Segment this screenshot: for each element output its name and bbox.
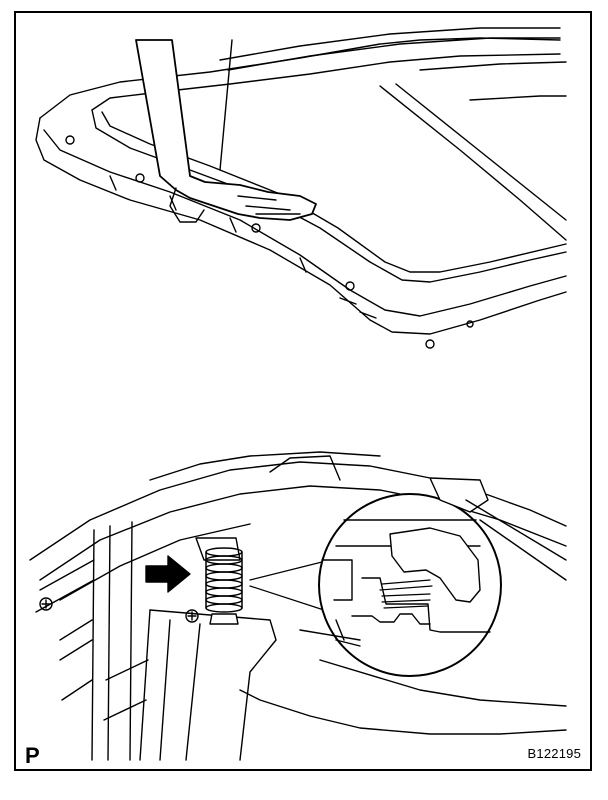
detail-inset (321, 519, 491, 647)
illustration-frame (14, 11, 592, 771)
sunroof-frame-top-view (35, 27, 567, 349)
figure-corner-label: P (25, 743, 40, 768)
figure-code-label: B122195 (527, 746, 581, 761)
pointer-arrow (145, 555, 191, 593)
coil-spring (205, 547, 243, 613)
spring-mechanism-view (29, 451, 567, 761)
